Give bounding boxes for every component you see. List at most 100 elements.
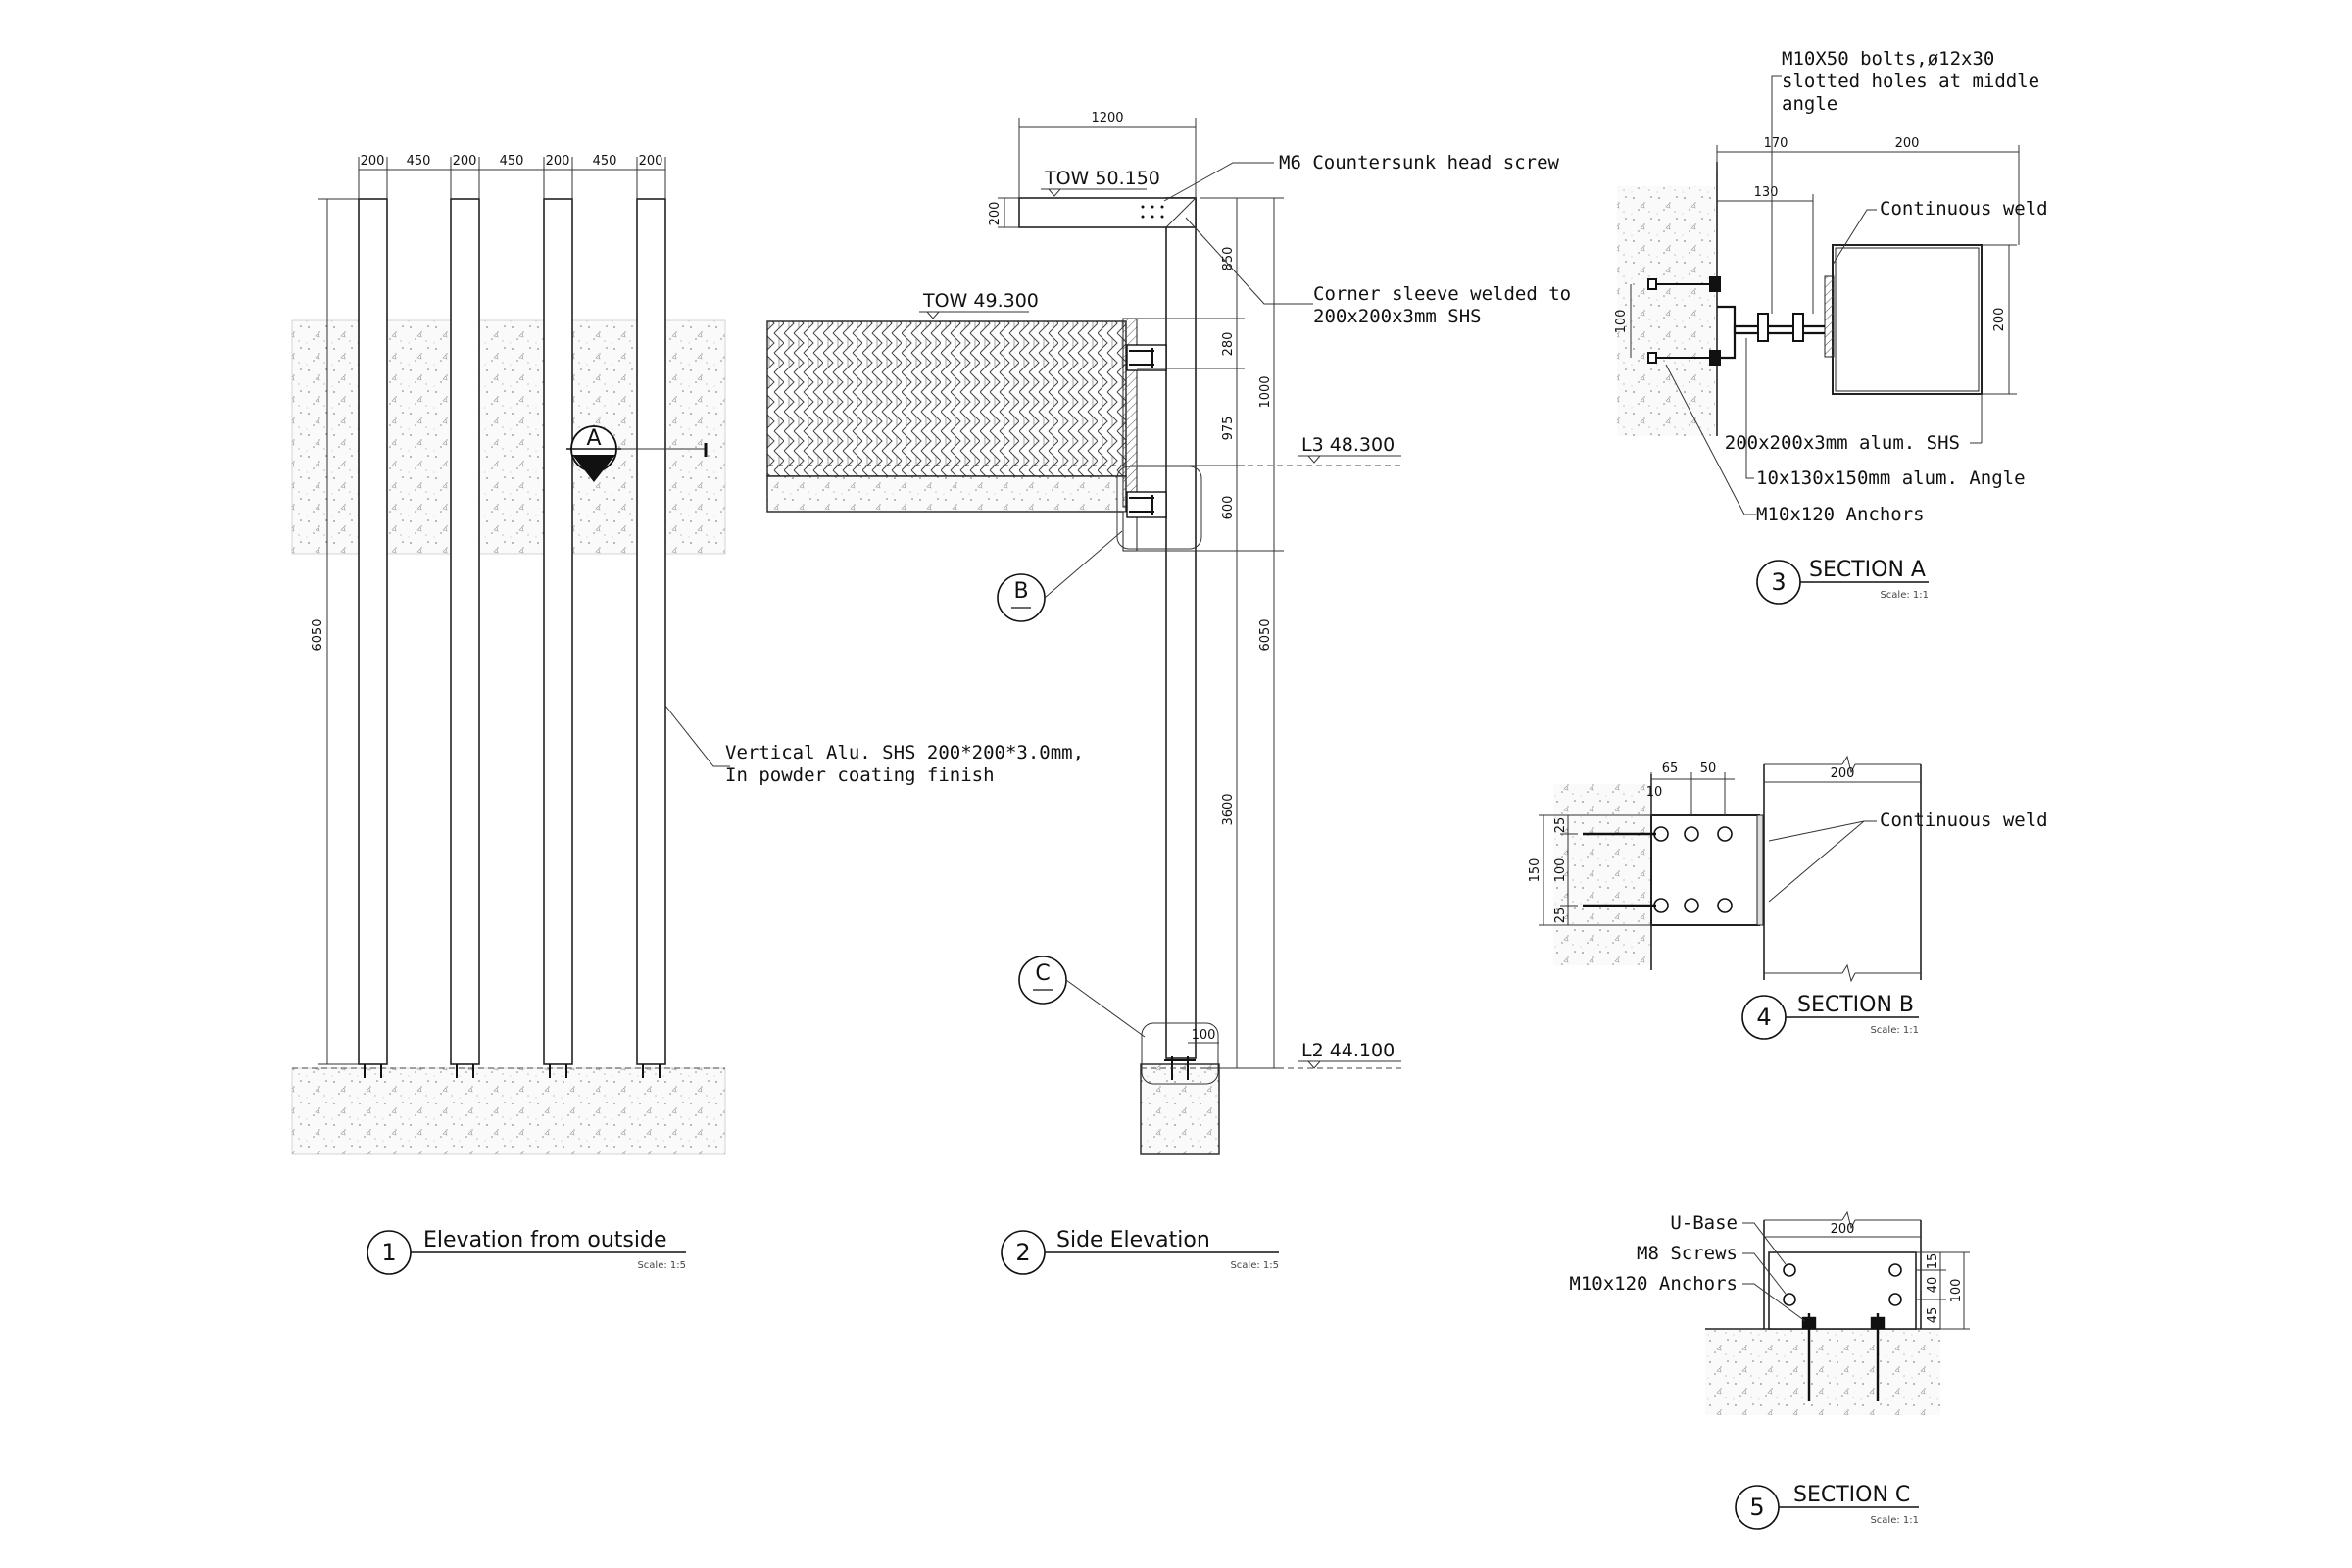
dim-text: 45 xyxy=(1926,1307,1940,1324)
dim-text: 200 xyxy=(988,202,1003,226)
view-side-elevation: TOW 50.150 TOW 49.300 L3 48.300 L2 44.10… xyxy=(766,111,1571,1275)
dim-text: 1000 xyxy=(1258,375,1273,408)
post-2 xyxy=(450,198,480,1065)
dim-text: 3600 xyxy=(1221,793,1236,825)
ground-concrete-band xyxy=(291,1067,726,1155)
view-title-text: Elevation from outside xyxy=(423,1228,666,1252)
dim-text: 130 xyxy=(1754,185,1779,200)
note-anchors: M10x120 Anchors xyxy=(1756,504,1925,525)
top-dimension-chain: 200 450 200 450 200 450 200 xyxy=(358,154,666,199)
view-number: 1 xyxy=(381,1239,396,1266)
view-scale-text: Scale: 1:5 xyxy=(1230,1260,1279,1271)
view-elevation-outside: 200 450 200 450 200 450 200 6050 A xyxy=(291,154,1084,1275)
section-b-bolts xyxy=(1583,826,1733,913)
bracket-bolts xyxy=(1129,348,1154,515)
detail-marker-b: B xyxy=(997,530,1123,622)
note-m6: M6 Countersunk head screw xyxy=(1163,152,1560,202)
detail-b-boundary xyxy=(1116,466,1202,550)
dim-text: 200 xyxy=(546,154,570,169)
dim-text: 40 xyxy=(1926,1277,1940,1294)
dim-text: 100 xyxy=(1949,1279,1964,1303)
side-post xyxy=(1165,197,1197,1059)
view-number: 3 xyxy=(1771,568,1786,596)
view-number: 4 xyxy=(1756,1004,1771,1031)
detail-marker-c: C xyxy=(1018,956,1146,1038)
section-c-dims: 200 15 40 45 100 xyxy=(1764,1222,1970,1330)
view-section-b: 65 50 10 200 25 100 25 150 Continuous we… xyxy=(1528,755,2048,1040)
marker-a-label: A xyxy=(586,426,601,451)
note-screws: M8 Screws xyxy=(1637,1243,1738,1264)
dim-text: 15 xyxy=(1926,1253,1940,1270)
level-l3-text: L3 48.300 xyxy=(1301,434,1395,456)
shs-section xyxy=(1832,244,1983,395)
bracket-upper xyxy=(1126,344,1167,371)
level-label-l2: L2 44.100 xyxy=(1298,1040,1401,1069)
dim-text: 280 xyxy=(1221,332,1236,357)
dim-text: 1200 xyxy=(1091,111,1123,125)
dim-text: 25 xyxy=(1553,817,1568,834)
angle-plate xyxy=(1650,814,1760,926)
dim-text: 170 xyxy=(1764,136,1788,151)
dim-text: 200 xyxy=(453,154,477,169)
dim-text: 450 xyxy=(407,154,431,169)
level-l2-text: L2 44.100 xyxy=(1301,1040,1395,1061)
dim-1200: 1200 xyxy=(1018,111,1197,198)
dim-text: 600 xyxy=(1221,496,1236,520)
post-1 xyxy=(358,198,388,1065)
section-b-weld-note: Continuous weld xyxy=(1768,809,2048,903)
weld-strip xyxy=(1824,275,1835,358)
dim-text: 200 xyxy=(1895,136,1920,151)
view-scale-text: Scale: 1:1 xyxy=(1870,1515,1919,1526)
dim-text: 200 xyxy=(639,154,663,169)
dim-text: 450 xyxy=(500,154,524,169)
view-title-5: 5 SECTION C Scale: 1:1 xyxy=(1735,1483,1919,1530)
tow-wall-label: TOW 49.300 xyxy=(919,290,1039,319)
floor-concrete xyxy=(1705,1329,1940,1415)
wall-concrete xyxy=(1553,784,1651,965)
view-title-2: 2 Side Elevation Scale: 1:5 xyxy=(1001,1228,1279,1275)
tow-wall-text: TOW 49.300 xyxy=(922,290,1039,312)
dim-text: 200 xyxy=(1992,308,2007,332)
note-sleeve-line-1: Corner sleeve welded to xyxy=(1313,283,1571,305)
post-3 xyxy=(543,198,573,1065)
dim-text: 50 xyxy=(1700,761,1717,776)
wall-slab xyxy=(766,475,1127,513)
shs-inner xyxy=(1835,247,1980,392)
note-shs: 200x200x3mm alum. SHS xyxy=(1725,432,1960,454)
marker-b-label: B xyxy=(1013,579,1028,604)
note-line-2: In powder coating finish xyxy=(725,764,995,786)
dim-text: 100 xyxy=(1553,858,1568,883)
note-ubase: U-Base xyxy=(1670,1212,1738,1234)
view-scale-text: Scale: 1:1 xyxy=(1880,590,1929,601)
view-scale-text: Scale: 1:5 xyxy=(637,1260,686,1271)
post-base-anchors xyxy=(364,1064,661,1078)
dim-text: 25 xyxy=(1553,907,1568,924)
view-section-c: 200 15 40 45 100 U-Base M8 Screws M10x12… xyxy=(1569,1210,1970,1530)
note-anchors: M10x120 Anchors xyxy=(1569,1273,1738,1295)
section-b-dims: 65 50 10 200 25 100 25 150 xyxy=(1528,761,1921,926)
marker-c-label: C xyxy=(1035,961,1050,986)
top-rail xyxy=(1018,197,1197,228)
section-marker-a: A xyxy=(566,425,708,482)
dim-text: 6050 xyxy=(311,618,325,651)
note-bolts-1: M10X50 bolts,ø12x30 xyxy=(1782,48,1994,70)
corner-sleeve-screws xyxy=(1141,205,1164,219)
note-line-1: Vertical Alu. SHS 200*200*3.0mm, xyxy=(725,742,1084,763)
tow-top-text: TOW 50.150 xyxy=(1044,168,1160,189)
detail-c-boundary xyxy=(1141,1022,1219,1085)
wall-cladding xyxy=(766,320,1127,477)
view-number: 5 xyxy=(1749,1494,1764,1521)
view-number: 2 xyxy=(1015,1239,1030,1266)
dim-text: 200 xyxy=(1831,1222,1855,1237)
note-corner-sleeve: Corner sleeve welded to 200x200x3mm SHS xyxy=(1185,217,1571,327)
note-angle: 10x130x150mm alum. Angle xyxy=(1756,467,2026,489)
section-c-screws xyxy=(1783,1263,1902,1306)
bracket-lower xyxy=(1126,491,1167,518)
level-label-l3: L3 48.300 xyxy=(1298,434,1401,464)
dim-text: 6050 xyxy=(1258,618,1273,651)
view-title-text: SECTION A xyxy=(1809,558,1926,582)
view-title-4: 4 SECTION B Scale: 1:1 xyxy=(1741,993,1919,1040)
note-weld: Continuous weld xyxy=(1880,809,2048,831)
dim-text: 100 xyxy=(1614,310,1629,334)
